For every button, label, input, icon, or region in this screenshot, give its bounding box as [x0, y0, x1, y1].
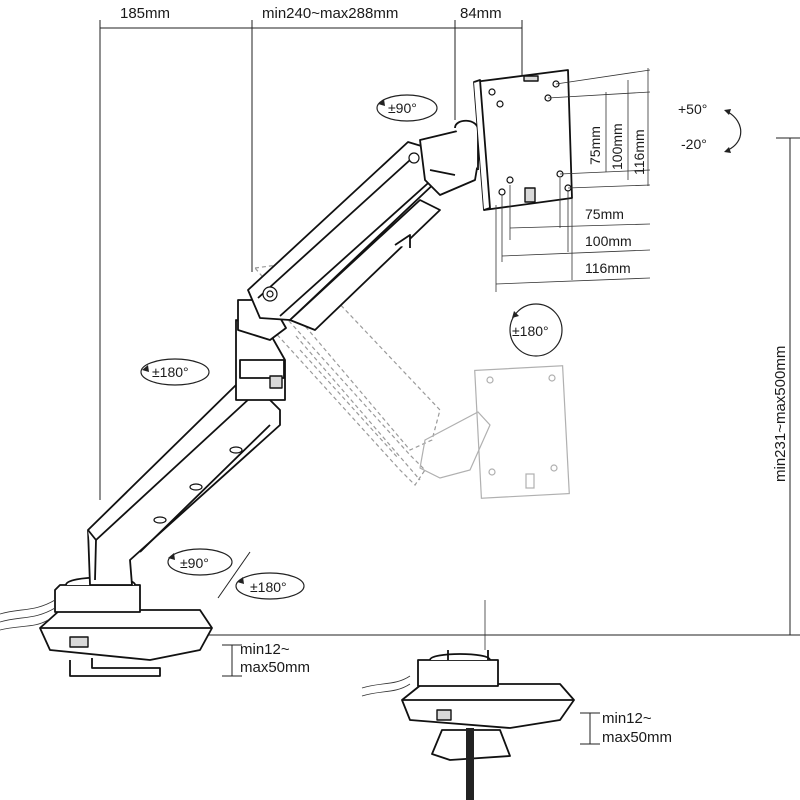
rotation-tilt: +50° -20°	[678, 101, 742, 153]
vesa-116-horizontal: 116mm	[585, 260, 631, 276]
upper-arm	[247, 141, 441, 331]
label-plate-rotation: ±180°	[512, 323, 549, 339]
rotation-base: ±180°	[235, 572, 305, 600]
label-tilt-down: -20°	[681, 136, 707, 152]
label-tilt-up: +50°	[678, 101, 707, 117]
ghost-arm-position	[253, 261, 570, 499]
clamp-thickness-right-line2: max50mm	[602, 729, 672, 746]
clamp-thickness-left-line2: max50mm	[240, 659, 310, 676]
rotation-head-swivel: ±90°	[376, 94, 438, 122]
top-dimension-lines	[99, 20, 523, 500]
rotation-plate: ±180°	[509, 303, 563, 357]
lower-arm	[87, 384, 281, 586]
elbow-joint	[235, 299, 287, 401]
dimension-arm-extension: min240~max288mm	[262, 5, 398, 22]
rotation-base-swivel: ±90°	[167, 548, 233, 576]
clamp-thickness-left: min12~ max50mm	[222, 641, 310, 677]
dimension-height-range: min231~max500mm	[772, 346, 789, 482]
vesa-116-vertical: 116mm	[631, 129, 647, 175]
clamp-base-left	[0, 576, 213, 677]
vesa-100-vertical: 100mm	[609, 123, 625, 170]
dimension-arm-reach: 185mm	[120, 5, 170, 22]
label-head-swivel: ±90°	[388, 100, 417, 116]
vesa-plate	[473, 69, 573, 211]
tilt-head	[419, 119, 481, 196]
vesa-100-horizontal: 100mm	[585, 233, 632, 249]
label-elbow-swivel: ±180°	[152, 364, 189, 380]
label-base-swivel: ±90°	[180, 555, 209, 571]
clamp-thickness-right-line1: min12~	[602, 710, 652, 727]
label-base-rotation: ±180°	[250, 579, 287, 595]
dimension-head-offset: 84mm	[460, 5, 502, 22]
rotation-divider	[217, 551, 251, 599]
height-dimension-line	[200, 137, 800, 636]
clamp-thickness-right: min12~ max50mm	[580, 710, 672, 746]
clamp-thickness-left-line1: min12~	[240, 641, 290, 658]
vesa-dimension-lines	[495, 68, 651, 292]
vesa-75-vertical: 75mm	[587, 126, 603, 165]
grommet-base	[361, 600, 575, 800]
rotation-elbow: ±180°	[140, 358, 210, 386]
vesa-75-horizontal: 75mm	[585, 206, 624, 222]
